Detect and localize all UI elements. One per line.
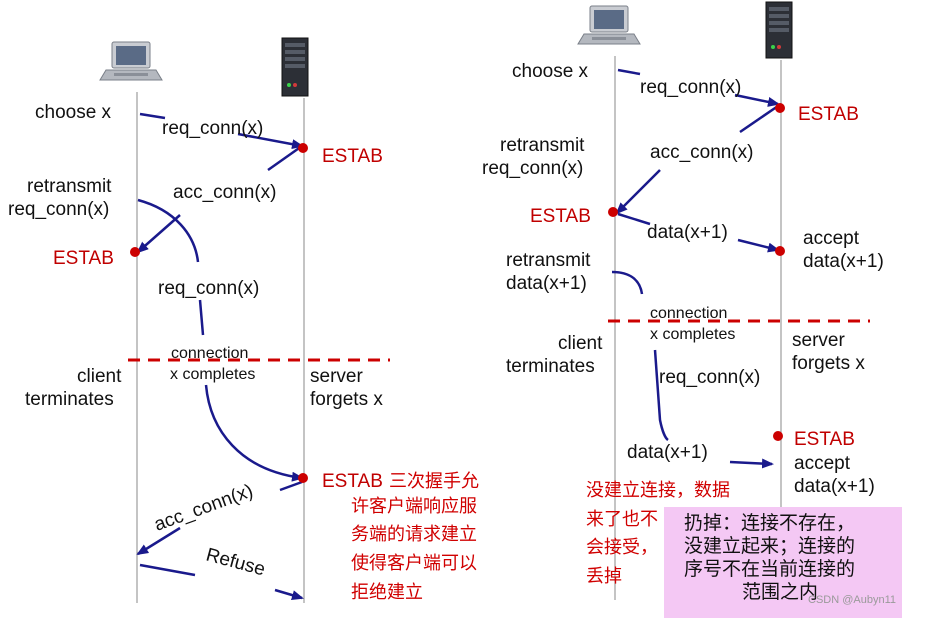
left-cn-line: 务端的请求建立 (351, 524, 477, 544)
note-line: 范围之内 (742, 582, 819, 603)
left-acc-conn2-label: acc_conn(x) (152, 481, 256, 536)
right-retransmit-data-label: retransmit (506, 250, 591, 271)
right-cn-line: 来了也不 (586, 509, 658, 529)
left-choose-label: choose x (35, 102, 112, 123)
left-client-label: client (77, 366, 122, 387)
right-acc-conn-label: acc_conn(x) (650, 142, 754, 163)
left-estab-server-dot (298, 143, 308, 153)
left-estab-server2-label: ESTAB (322, 471, 383, 492)
right-accept2-data-label: data(x+1) (794, 476, 875, 497)
right-choose-label: choose x (512, 61, 589, 82)
left-estab-client-dot (130, 247, 140, 257)
right-data-label: data(x+1) (647, 222, 728, 243)
note-line: 扔掉：连接不存在， (684, 513, 856, 534)
right-server-label: server (792, 330, 845, 351)
left-terminates-label: terminates (25, 389, 114, 410)
left-acc-conn-label: acc_conn(x) (173, 182, 277, 203)
right-chinese-note: 没建立连接，数据 来了也不 会接受， 丢掉 (586, 480, 730, 586)
note-box (664, 507, 902, 618)
right-accept-data-label: data(x+1) (803, 251, 884, 272)
left-req-conn-label: req_conn(x) (162, 118, 263, 139)
right-x-completes-label: x completes (650, 326, 735, 343)
server-tower-icon (281, 37, 309, 97)
left-estab-server2-dot (298, 473, 308, 483)
left-acc-conn-arrow (138, 144, 303, 252)
left-cn-line: 三次握手允 (389, 471, 479, 491)
client-laptop-icon (99, 41, 163, 81)
right-req-conn-label: req_conn(x) (640, 77, 741, 98)
right-req-conn-arrow (617, 68, 778, 104)
left-refuse-label: Refuse (204, 545, 268, 581)
right-forgets-label: forgets x (792, 353, 865, 374)
left-estab-server-label: ESTAB (322, 146, 383, 167)
server-tower-icon (765, 1, 793, 59)
note-line: 序号不在当前连接的 (684, 559, 856, 580)
right-data-arrow (617, 212, 778, 250)
left-acc-conn2-arrow (138, 480, 303, 554)
right-estab-server2-label: ESTAB (794, 429, 855, 450)
note-line: 没建立起来；连接的 (684, 536, 856, 557)
left-cn-line: 许客户端响应服 (351, 496, 477, 516)
left-chinese-note: 三次握手允 许客户端响应服 务端的请求建立 使得客户端可以 拒绝建立 (351, 471, 479, 602)
left-connection-label: connection (171, 345, 248, 362)
left-refuse-arrow (139, 563, 302, 598)
left-cn-line: 使得客户端可以 (351, 553, 477, 573)
right-client-label: client (558, 333, 603, 354)
right-data2-label: data(x+1) (627, 442, 708, 463)
right-cn-line: 没建立连接，数据 (586, 480, 730, 500)
left-retransmit-curve (137, 198, 302, 478)
left-req-conn-arrow (139, 112, 302, 146)
client-laptop-icon (577, 5, 641, 45)
right-acc-conn-arrow (617, 104, 779, 213)
left-estab-client-label: ESTAB (53, 248, 114, 269)
right-accept-label: accept (803, 228, 860, 249)
left-x-completes-label: x completes (170, 366, 255, 383)
right-accept2-label: accept (794, 453, 851, 474)
right-estab-server2-dot (773, 431, 783, 441)
left-server-label: server (310, 366, 363, 387)
right-data2-arrow (729, 458, 774, 469)
right-estab-client-dot (608, 207, 618, 217)
left-retransmit-req-label: req_conn(x) (8, 199, 109, 220)
right-retransmit-req-label: req_conn(x) (482, 158, 583, 179)
left-cn-line: 拒绝建立 (351, 582, 423, 602)
right-estab-server-dot (775, 103, 785, 113)
right-connection-label: connection (650, 305, 727, 322)
right-estab-server-label: ESTAB (798, 104, 859, 125)
right-retransmit-curve (611, 270, 669, 442)
right-retransmit-data2-label: data(x+1) (506, 273, 587, 294)
right-retransmit-label: retransmit (500, 135, 585, 156)
left-forgets-label: forgets x (310, 389, 383, 410)
left-req-conn2-label: req_conn(x) (158, 278, 259, 299)
note-box-text: 扔掉：连接不存在， 没建立起来；连接的 序号不在当前连接的 范围之内 (684, 512, 894, 604)
right-terminates-label: terminates (506, 356, 595, 377)
left-retransmit-label: retransmit (27, 176, 112, 197)
right-accept-dot (775, 246, 785, 256)
right-cn-line: 丢掉 (586, 566, 622, 586)
right-cn-line: 会接受， (586, 537, 658, 557)
watermark: CSDN @Aubyn11 (808, 594, 896, 606)
right-req-conn2-label: req_conn(x) (659, 367, 760, 388)
right-estab-client-label: ESTAB (530, 206, 591, 227)
